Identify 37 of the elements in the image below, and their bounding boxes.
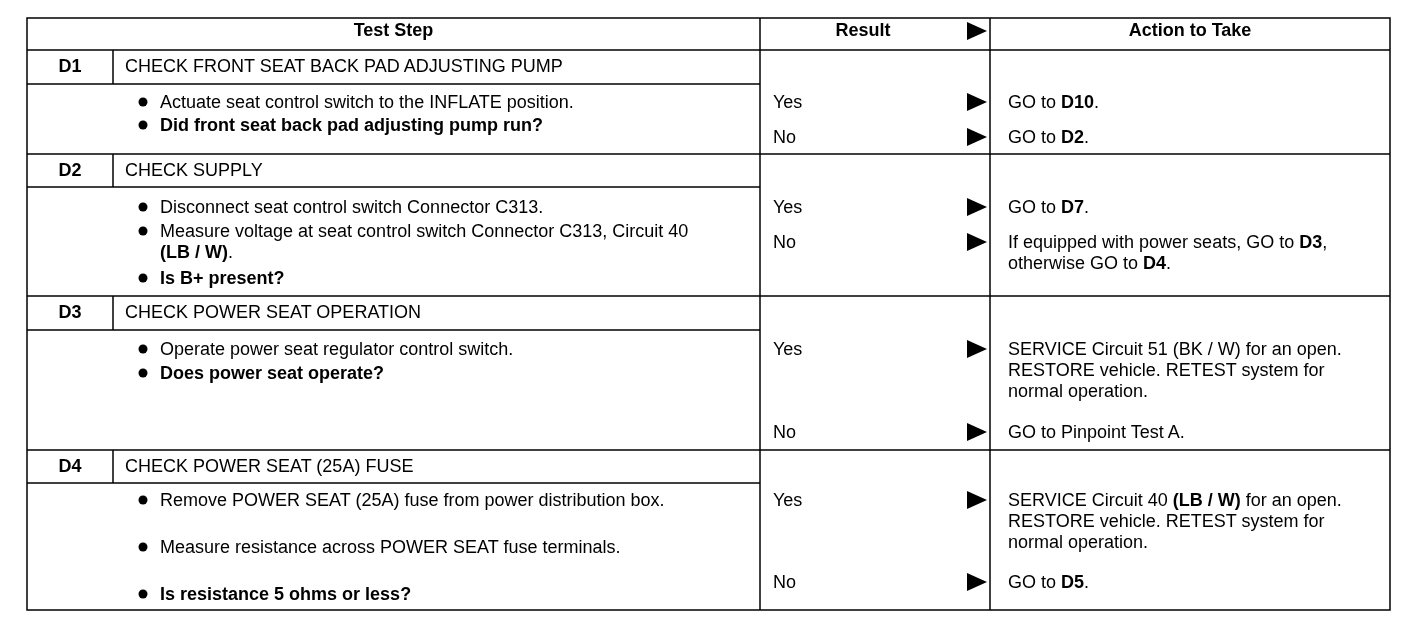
result-text: Yes <box>773 339 804 360</box>
action-text: GO to D10. <box>1008 92 1101 113</box>
question-text: Is B+ present? <box>160 268 286 289</box>
instruction-text: Operate power seat regulator control switch. <box>160 339 515 360</box>
action-text: SERVICE Circuit 40 (LB / W) for an open. RESTORE vehicle. RETEST system for normal operation. <box>1008 490 1343 553</box>
action-text: If equipped with power seats, GO to D3, otherwise GO to D4. <box>1008 232 1329 274</box>
column-header: Result <box>834 20 892 41</box>
step-number: D2 <box>57 160 83 181</box>
step-heading: CHECK SUPPLY <box>125 160 264 181</box>
action-text: GO to D7. <box>1008 197 1091 218</box>
instruction-text: Disconnect seat control switch Connector C313. <box>160 197 545 218</box>
result-text: Yes <box>773 490 804 511</box>
step-number: D1 <box>57 56 83 77</box>
result-text: No <box>773 232 797 253</box>
action-text: GO to D2. <box>1008 127 1091 148</box>
instruction-text: Actuate seat control switch to the INFLATE position. <box>160 92 575 113</box>
result-text: No <box>773 572 797 593</box>
action-text: SERVICE Circuit 51 (BK / W) for an open. RESTORE vehicle. RETEST system for normal operation. <box>1008 339 1343 402</box>
column-header: Test Step <box>352 20 435 41</box>
step-heading: CHECK POWER SEAT OPERATION <box>125 302 423 323</box>
result-text: Yes <box>773 197 804 218</box>
question-text: Is resistance 5 ohms or less? <box>160 584 413 605</box>
instruction-text: Remove POWER SEAT (25A) fuse from power distribution box. <box>160 490 666 511</box>
question-text: Did front seat back pad adjusting pump run? <box>160 115 545 136</box>
result-text: No <box>773 127 797 148</box>
result-text: No <box>773 422 797 443</box>
instruction-text: Measure resistance across POWER SEAT fuse terminals. <box>160 537 622 558</box>
step-number: D3 <box>57 302 83 323</box>
action-text: GO to Pinpoint Test A. <box>1008 422 1186 443</box>
column-header: Action to Take <box>1127 20 1253 41</box>
result-text: Yes <box>773 92 804 113</box>
step-heading: CHECK FRONT SEAT BACK PAD ADJUSTING PUMP <box>125 56 564 77</box>
instruction-text: Measure voltage at seat control switch Connector C313, Circuit 40 (LB / W). <box>160 221 690 263</box>
question-text: Does power seat operate? <box>160 363 386 384</box>
action-text: GO to D5. <box>1008 572 1091 593</box>
step-number: D4 <box>57 456 83 477</box>
step-heading: CHECK POWER SEAT (25A) FUSE <box>125 456 415 477</box>
